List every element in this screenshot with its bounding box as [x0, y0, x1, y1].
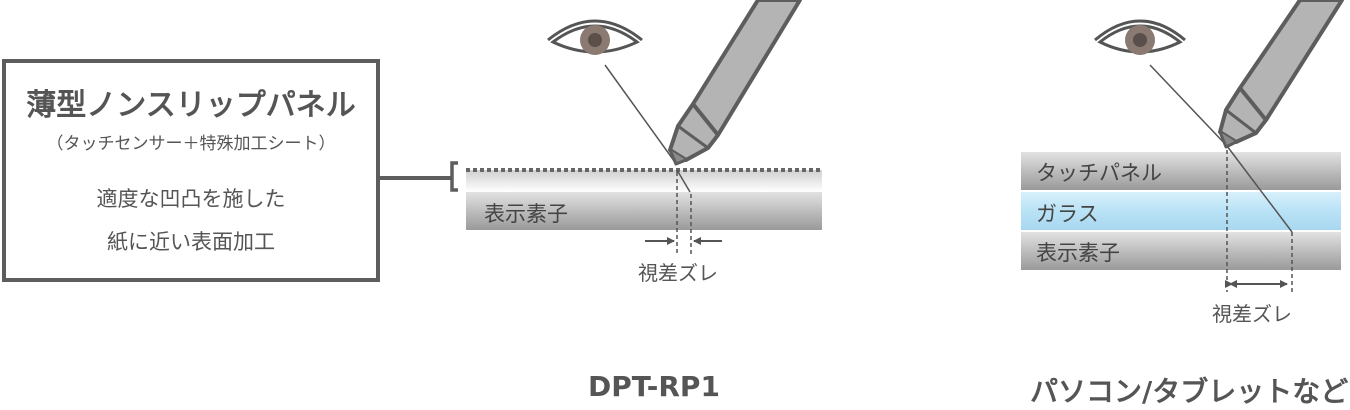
glass-layer: [1021, 192, 1341, 230]
display-element-label-right: 表示素子: [1036, 241, 1120, 265]
eye-icon-right: [1094, 19, 1186, 55]
nonslip-sheet-layer: [466, 170, 822, 192]
refracted-sight-line: [676, 169, 691, 193]
refracted-sight-line-right: [1226, 145, 1293, 233]
sight-line-right: [1149, 64, 1228, 147]
touch-panel-label: タッチパネル: [1036, 161, 1162, 185]
callout-line-1: 適度な凹凸を施した: [96, 187, 286, 211]
stylus-pen-icon-right: [1218, 0, 1344, 149]
bracket-icon: [450, 161, 458, 192]
callout-line-2: 紙に近い表面加工: [107, 230, 275, 254]
parallax-label: 視差ズレ: [638, 261, 718, 285]
parallax-label-right: 視差ズレ: [1212, 302, 1292, 326]
callout-title: 薄型ノンスリップパネル: [26, 88, 356, 123]
glass-label: ガラス: [1036, 202, 1099, 226]
eye-icon: [547, 19, 643, 55]
feature-callout-box: 薄型ノンスリップパネル （タッチセンサー＋特殊加工シート） 適度な凹凸を施した …: [2, 59, 380, 282]
stylus-pen-icon: [668, 0, 802, 166]
display-element-label: 表示素子: [484, 202, 568, 226]
display-element-layer-right: [1021, 232, 1341, 270]
display-element-layer: [466, 192, 822, 230]
parallax-arrowhead-left: [1229, 280, 1237, 288]
touch-panel-layer: [1021, 152, 1341, 190]
caption-pc-tablet: パソコン/タブレットなど: [1030, 375, 1349, 408]
sight-line: [604, 64, 678, 166]
callout-subtitle: （タッチセンサー＋特殊加工シート）: [46, 134, 336, 154]
caption-dpt-rp1: DPT-RP1: [588, 370, 720, 403]
